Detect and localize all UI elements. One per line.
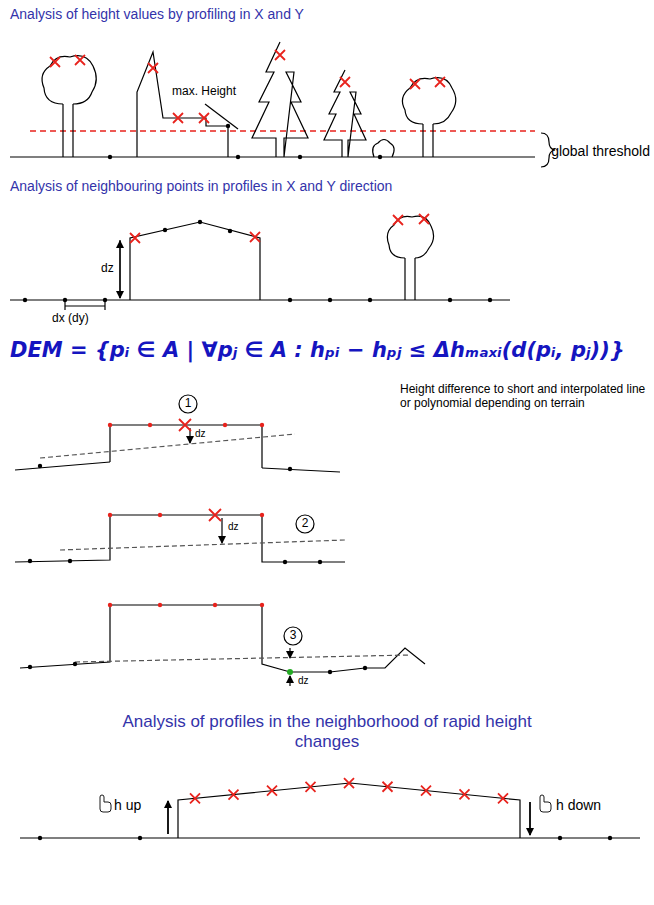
removed-point (344, 778, 354, 788)
point (288, 298, 292, 302)
removed-point (250, 232, 260, 242)
point (260, 423, 264, 427)
removed-point (435, 77, 445, 87)
point (163, 228, 167, 232)
point (108, 513, 112, 517)
point (363, 666, 367, 670)
point (103, 298, 107, 302)
removed-point (498, 793, 508, 803)
point (226, 124, 230, 128)
point (608, 836, 612, 840)
removed-point (173, 113, 183, 123)
point (28, 665, 32, 669)
dimension: dz (101, 262, 114, 276)
point (448, 298, 452, 302)
point (318, 560, 322, 564)
removed-point (383, 782, 393, 792)
point (38, 464, 42, 468)
point (378, 155, 382, 159)
removed-point (209, 509, 221, 521)
annotation: global threshold (551, 143, 650, 159)
dimension: dx (dy) (52, 312, 89, 326)
removed-point (460, 789, 470, 799)
callout-number: 3 (290, 629, 297, 643)
removed-point (419, 214, 429, 224)
point (260, 513, 264, 517)
removed-point (199, 113, 209, 123)
point (288, 467, 292, 471)
removed-point (421, 786, 431, 796)
point (68, 559, 72, 563)
removed-point (148, 63, 158, 73)
point (488, 298, 492, 302)
point (108, 155, 112, 159)
callout-number: 2 (302, 517, 309, 531)
point (138, 836, 142, 840)
callout-number: 1 (185, 397, 192, 411)
point (368, 298, 372, 302)
removed-point (306, 782, 316, 792)
point (213, 603, 217, 607)
point (228, 229, 232, 233)
dimension: dz (298, 675, 309, 687)
annotation: max. Height (172, 85, 236, 99)
annotation: h up (114, 797, 141, 813)
removed-point (190, 793, 200, 803)
point (108, 603, 112, 607)
point (287, 669, 293, 675)
point (298, 155, 302, 159)
point (73, 662, 77, 666)
point (260, 603, 264, 607)
point (28, 559, 32, 563)
point (38, 836, 42, 840)
point (198, 220, 202, 224)
point (223, 423, 227, 427)
removed-point (393, 215, 403, 225)
dimension: dz (228, 521, 239, 533)
point (63, 298, 67, 302)
removed-point (130, 233, 140, 243)
point (283, 560, 287, 564)
removed-point (410, 79, 420, 89)
point (23, 298, 27, 302)
section-heading: Analysis of height values by profiling i… (10, 6, 304, 22)
point (328, 298, 332, 302)
removed-point (275, 50, 285, 60)
removed-point (50, 57, 60, 67)
removed-point (340, 77, 350, 87)
point (158, 513, 162, 517)
point (158, 603, 162, 607)
point (236, 155, 240, 159)
removed-point (179, 419, 191, 431)
point (558, 836, 562, 840)
removed-point (267, 786, 277, 796)
point (148, 423, 152, 427)
removed-point (75, 55, 85, 65)
annotation: h down (556, 797, 601, 813)
formula: DEM = {pᵢ ∈ A | ∀pⱼ ∈ A : hₚᵢ − hₚⱼ ≤ Δh… (10, 338, 625, 362)
removed-point (229, 790, 239, 800)
point (328, 670, 332, 674)
section-heading: Analysis of profiles in the neighborhood… (117, 712, 537, 751)
section-heading: Analysis of neighbouring points in profi… (10, 178, 392, 194)
note: Height difference to short and interpola… (400, 383, 650, 411)
point (108, 423, 112, 427)
dimension: dz (195, 428, 206, 440)
